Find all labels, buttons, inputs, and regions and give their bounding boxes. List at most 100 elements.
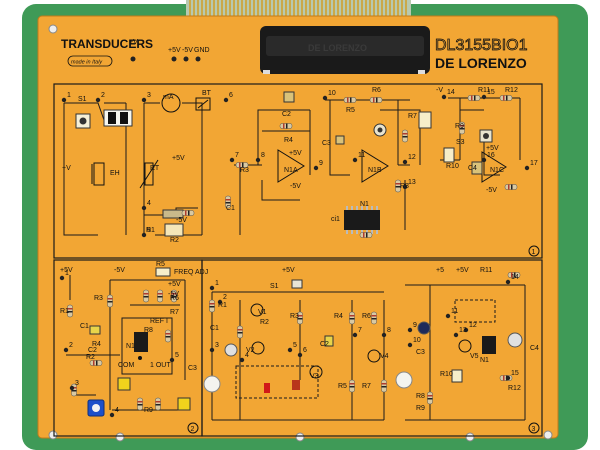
test-point-icon[interactable] [402, 184, 408, 190]
test-point-icon[interactable] [407, 342, 413, 348]
pin-number: 3 [147, 92, 151, 99]
component-label: R10 [446, 163, 459, 170]
test-point-icon[interactable] [322, 95, 328, 101]
component-label: +5V [282, 267, 295, 274]
test-point-icon[interactable] [169, 357, 175, 363]
resistor-icon [371, 311, 377, 325]
resistor-icon [349, 311, 355, 325]
test-point-icon[interactable] [109, 412, 115, 418]
component-label: R8 [416, 393, 425, 400]
resistor-icon [237, 325, 243, 339]
test-point-icon[interactable] [69, 385, 75, 391]
pin-number: 6 [303, 347, 307, 354]
test-point-icon[interactable] [61, 97, 67, 103]
pin-number: 1 [67, 92, 71, 99]
section-1-circuits [63, 97, 521, 236]
transistor-icon [251, 341, 265, 355]
ammeter-icon [161, 93, 181, 113]
test-point-icon[interactable] [217, 299, 223, 305]
section-1-badge [528, 245, 540, 257]
switch-icon[interactable] [291, 279, 303, 289]
component-label: R4 [92, 341, 101, 348]
capacitor-icon [507, 332, 523, 348]
component-label: C2 [320, 341, 329, 348]
test-point-icon[interactable] [223, 97, 229, 103]
test-point-icon[interactable] [402, 159, 408, 165]
test-point-icon[interactable] [229, 157, 235, 163]
component-label: R7 [170, 309, 179, 316]
led-icon [264, 383, 270, 393]
test-point-icon[interactable] [130, 56, 136, 62]
component-label: R3 [94, 295, 103, 302]
component-label: C3 [322, 140, 331, 147]
section-1-components [75, 91, 518, 238]
potentiometer-icon[interactable] [451, 369, 463, 383]
test-point-icon[interactable] [141, 232, 147, 238]
test-point-icon[interactable] [209, 285, 215, 291]
test-point-icon[interactable] [63, 347, 69, 353]
section-3-number: 3 [532, 426, 536, 433]
resistor-icon [381, 379, 387, 393]
test-point-icon[interactable] [505, 375, 511, 381]
test-point-icon[interactable] [441, 94, 447, 100]
pin-number: 5 [175, 352, 179, 359]
test-point-icon[interactable] [352, 332, 358, 338]
test-point-icon[interactable] [381, 332, 387, 338]
pin-number: 12 [408, 154, 416, 161]
test-point-icon[interactable] [524, 165, 530, 171]
test-point-icon[interactable] [481, 157, 487, 163]
resistor-icon [499, 95, 513, 101]
test-point-icon[interactable] [297, 352, 303, 358]
power-jacks: +V +5V -5V GND [129, 39, 210, 62]
plus-5v-label: +5V [168, 47, 181, 54]
module-engraving: DE LORENZO [308, 43, 367, 53]
component-label: -5V [290, 183, 301, 190]
potentiometer-icon[interactable] [164, 223, 184, 237]
component-label: C4 [530, 345, 539, 352]
component-label: R7 [408, 113, 417, 120]
test-point-icon[interactable] [141, 97, 147, 103]
resistor-icon [67, 304, 73, 318]
section-2-components [67, 267, 191, 417]
black-module: DE LORENZO [260, 26, 430, 74]
component-label: -5V [176, 217, 187, 224]
bt-sensor-icon [195, 97, 211, 111]
test-point-icon[interactable] [195, 56, 201, 62]
test-point-icon[interactable] [183, 56, 189, 62]
component-label: COM [118, 362, 135, 369]
test-point-icon[interactable] [171, 56, 177, 62]
component-label: -5V [114, 267, 125, 274]
test-point-icon[interactable] [59, 275, 65, 281]
resistor-icon [402, 129, 408, 143]
ic-chip-icon [482, 336, 496, 354]
test-point-icon[interactable] [445, 313, 451, 319]
component-label: R3 [240, 167, 249, 174]
test-point-icon[interactable] [453, 332, 459, 338]
component-label: FREQ ADJ [174, 269, 208, 276]
resistor-icon [467, 95, 481, 101]
test-point-icon[interactable] [239, 357, 245, 363]
led-icon [395, 371, 413, 389]
resistor-icon [225, 195, 231, 209]
component-label: EH [110, 170, 120, 177]
test-point-icon[interactable] [255, 157, 261, 163]
test-point-icon[interactable] [287, 347, 293, 353]
test-point-icon[interactable] [505, 279, 511, 285]
resistor-icon [155, 397, 161, 411]
resistor-icon [427, 391, 433, 405]
component-label: +5V [172, 155, 185, 162]
minus-5v-label: -5V [182, 47, 193, 54]
test-point-icon[interactable] [141, 205, 147, 211]
resistor-icon [343, 97, 357, 103]
test-point-icon[interactable] [407, 327, 413, 333]
test-point-icon[interactable] [352, 157, 358, 163]
brand-logo: DE LORENZO [435, 55, 527, 71]
test-point-icon[interactable] [313, 165, 319, 171]
test-point-icon[interactable] [481, 94, 487, 100]
test-point-icon[interactable] [95, 97, 101, 103]
resistor-icon [279, 123, 293, 129]
pin-number: 14 [511, 274, 519, 281]
test-point-icon[interactable] [463, 327, 469, 333]
test-point-icon[interactable] [209, 347, 215, 353]
